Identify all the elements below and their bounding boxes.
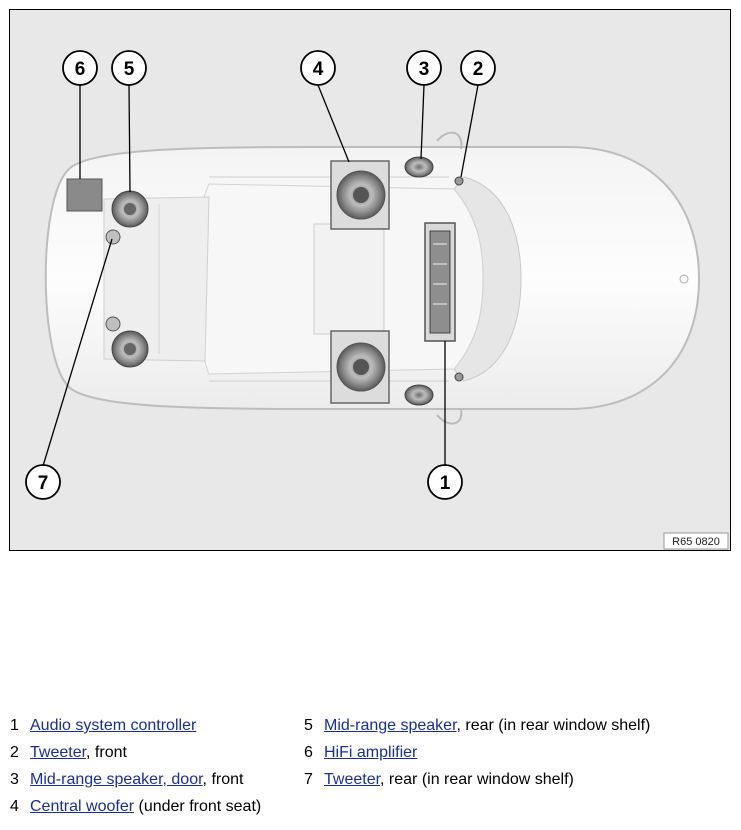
- link-central-woofer[interactable]: Central woofer: [30, 798, 135, 815]
- legend-suffix: , front: [202, 771, 244, 788]
- legend-number: 6: [304, 744, 313, 761]
- legend-number: 1: [10, 717, 19, 734]
- link-tweeter-rear[interactable]: Tweeter: [324, 771, 381, 788]
- rear-mid-range-speaker: [111, 190, 149, 368]
- svg-text:4: 4: [313, 59, 324, 80]
- link-hifi-amplifier[interactable]: HiFi amplifier: [324, 744, 418, 761]
- diagram-canvas: 1 2 3 4 5 6 7 R65 0820: [9, 9, 731, 551]
- front-tweeter: [454, 176, 464, 382]
- svg-text:6: 6: [75, 59, 86, 80]
- central-woofer: [330, 160, 390, 404]
- hifi-amplifier: [66, 178, 103, 212]
- audio-system-controller: [424, 222, 456, 342]
- figure-reference-label: R65 0820: [663, 532, 729, 550]
- legend-suffix: (under front seat): [134, 798, 262, 815]
- legend-number: 4: [10, 798, 19, 815]
- svg-text:3: 3: [419, 59, 430, 80]
- svg-text:1: 1: [440, 473, 451, 494]
- legend-suffix: , front: [86, 744, 127, 761]
- callout-4: 4: [300, 50, 336, 86]
- car-body: [44, 131, 701, 425]
- callout-6: 6: [62, 50, 98, 86]
- legend-number: 7: [304, 771, 313, 788]
- legend-number: 3: [10, 771, 19, 788]
- link-tweeter-front[interactable]: Tweeter: [30, 744, 87, 761]
- legend-number: 5: [304, 717, 313, 734]
- link-mid-range-speaker-door[interactable]: Mid-range speaker, door: [30, 771, 203, 788]
- legend-item-1: 1 Audio system controller: [10, 716, 196, 736]
- svg-text:R65 0820: R65 0820: [672, 536, 720, 548]
- legend-item-7: 7 Tweeter, rear (in rear window shelf): [304, 770, 574, 790]
- car-audio-diagram: 1 2 3 4 5 6 7 R65 0820: [9, 9, 731, 551]
- legend-item-5: 5 Mid-range speaker, rear (in rear window…: [304, 716, 650, 736]
- callout-5: 5: [111, 50, 147, 86]
- svg-text:5: 5: [124, 59, 135, 80]
- legend-item-2: 2 Tweeter, front: [10, 743, 127, 763]
- link-mid-range-speaker-rear[interactable]: Mid-range speaker: [324, 717, 457, 734]
- leader-lines: [42, 84, 479, 467]
- legend-item-3: 3 Mid-range speaker, door, front: [10, 770, 243, 790]
- svg-text:7: 7: [38, 473, 49, 494]
- legend-suffix: , rear (in rear window shelf): [456, 717, 651, 734]
- callout-7: 7: [25, 464, 61, 500]
- svg-text:2: 2: [473, 59, 484, 80]
- legend-item-6: 6 HiFi amplifier: [304, 743, 417, 763]
- link-audio-system-controller[interactable]: Audio system controller: [30, 717, 197, 734]
- callout-2: 2: [460, 50, 496, 86]
- legend-item-4: 4 Central woofer (under front seat): [10, 797, 261, 817]
- callout-1: 1: [427, 464, 463, 500]
- legend-suffix: , rear (in rear window shelf): [380, 771, 574, 788]
- legend-number: 2: [10, 744, 19, 761]
- rear-tweeter: [105, 229, 121, 332]
- callout-3: 3: [406, 50, 442, 86]
- door-mid-range-speaker: [404, 156, 434, 406]
